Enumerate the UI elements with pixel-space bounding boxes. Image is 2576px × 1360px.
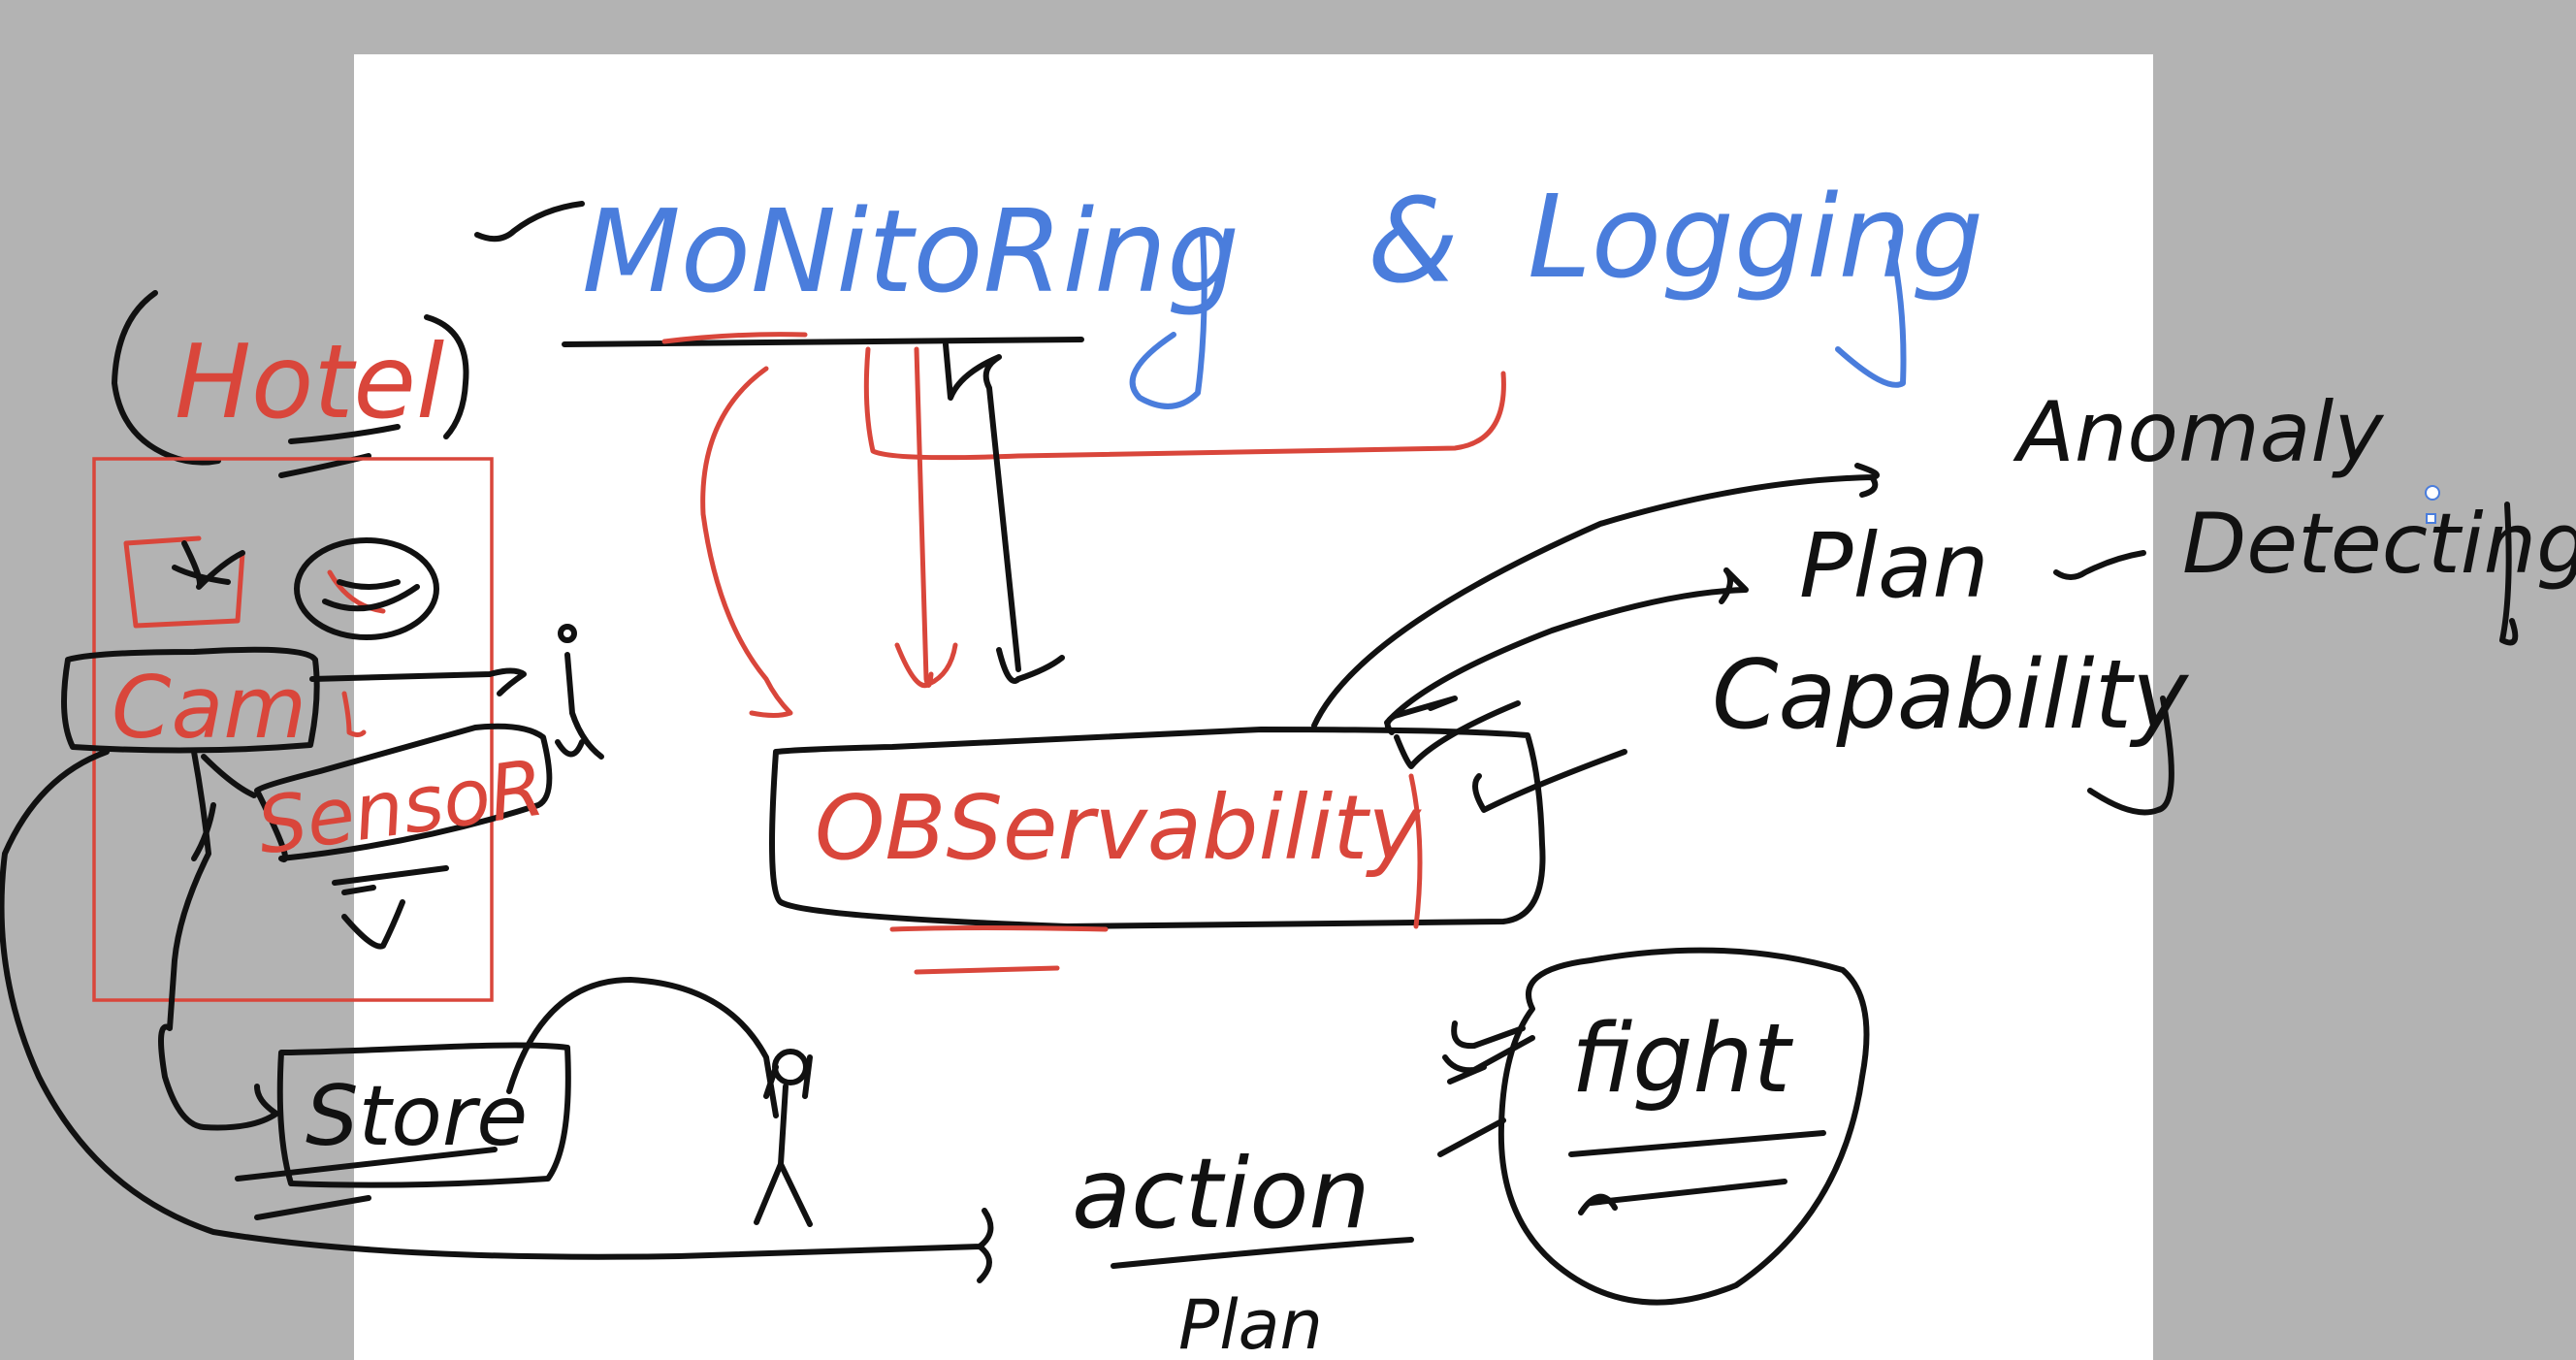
hotel-circle-check <box>322 579 420 612</box>
sensor-checkmark <box>341 899 405 950</box>
observability-check-right <box>1472 749 1627 813</box>
arrow-cam-to-action <box>0 749 994 1283</box>
hotel-square-check <box>172 540 245 590</box>
anomaly-label: Anomaly <box>2012 384 2384 481</box>
title-underline <box>562 337 1084 347</box>
stick-figure-head-small <box>558 624 577 643</box>
hotel-label: Hotel <box>175 323 444 441</box>
observability-label: OBServability <box>815 776 1422 880</box>
title-check-mark <box>474 201 585 243</box>
store-to-figure-arc <box>506 977 779 1118</box>
title-ampersand: & <box>1368 175 1459 309</box>
hotel-left-paren <box>112 290 221 466</box>
fight-label: fight <box>1571 1004 1794 1115</box>
stick-figure-body <box>754 1054 813 1227</box>
sensor-underline <box>332 865 449 895</box>
observability-box <box>769 727 1546 929</box>
cam-extra-stroke <box>341 691 367 737</box>
cam-arrow-right <box>309 667 527 696</box>
selection-handle-square[interactable] <box>2426 513 2436 524</box>
observability-red-underline-1 <box>889 925 1109 932</box>
observability-red-underline-2 <box>914 965 1060 975</box>
arrow-cam-to-store <box>158 749 279 1131</box>
plan-to-detecting-link <box>2053 550 2146 580</box>
hotel-right-paren <box>424 314 469 439</box>
action-label: action <box>1072 1137 1370 1250</box>
bracket-logging-link <box>863 346 1506 461</box>
hotel-red-square <box>123 535 245 629</box>
title-logging: Logging <box>1528 170 1983 304</box>
cam-to-sensor-link <box>201 754 257 798</box>
arrow-logging-to-observability <box>943 341 1065 684</box>
stick-figure-body-small <box>555 652 604 760</box>
detecting-descender <box>2499 502 2519 646</box>
observability-y-descender <box>1408 773 1423 929</box>
detecting-label: Detecting <box>2182 496 2576 593</box>
sensor-box <box>254 723 553 863</box>
action-to-fight-link <box>1437 1117 1506 1157</box>
title-y-descender <box>1129 230 1208 409</box>
arrow-observability-to-plan <box>1384 567 1749 726</box>
capability-y-descender <box>2087 696 2174 816</box>
store-box <box>276 1042 571 1188</box>
title-monitoring: MoNitoRing <box>582 184 1240 318</box>
capability-label: Capability <box>1712 640 2190 751</box>
cam-box <box>61 646 320 754</box>
cam-side-stroke <box>191 802 216 861</box>
plan-top-label: Plan <box>1799 514 1989 618</box>
store-underlines <box>235 1147 498 1220</box>
action-underline <box>1111 1237 1414 1269</box>
selection-handle-dot[interactable] <box>2425 485 2440 501</box>
title-g-descender <box>1835 240 1907 388</box>
hotel-circle <box>294 537 439 640</box>
fight-check-marks <box>1442 1020 1535 1085</box>
cam-label: Cam <box>112 658 306 758</box>
arrow-observability-to-anomaly <box>1311 463 1880 729</box>
hotel-circle-red-mark <box>327 569 386 614</box>
plan-bottom-label: Plan <box>1178 1285 1323 1360</box>
whiteboard-page <box>354 54 2153 1360</box>
hotel-frame <box>92 457 494 1002</box>
arrow-monitoring-to-observability-mid <box>894 346 958 688</box>
title-red-underline <box>661 332 808 344</box>
fight-circle <box>1497 947 1870 1306</box>
arrow-monitoring-to-observability-left <box>700 366 793 718</box>
fight-scribble <box>1578 1193 1618 1215</box>
fight-underlines <box>1568 1130 1826 1206</box>
